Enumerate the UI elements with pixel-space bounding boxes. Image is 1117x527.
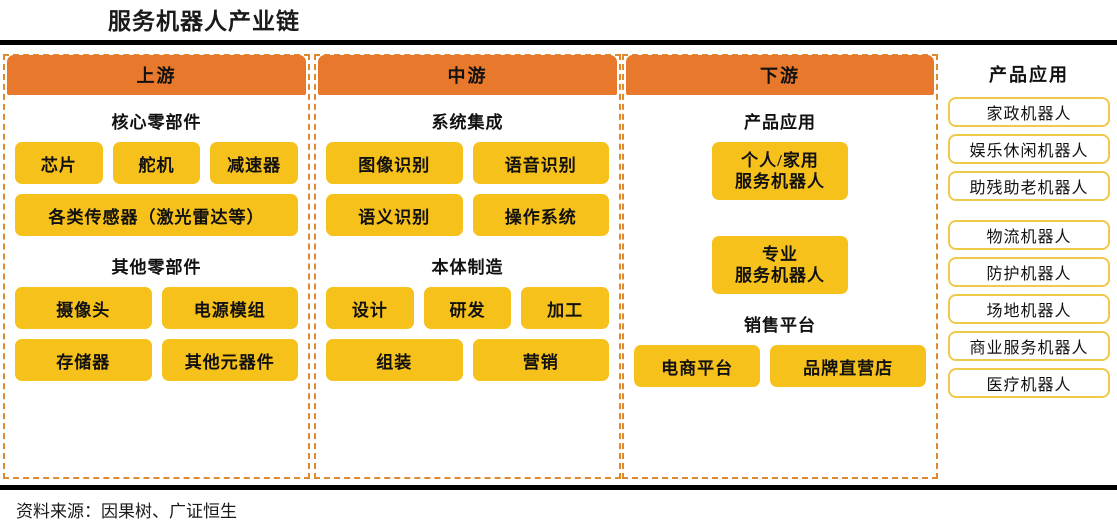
chip-personal-home-service-robot[interactable]: 个人/家用 服务机器人	[712, 142, 848, 200]
stage-column-midstream: 中游 系统集成 图像识别 语音识别 语义识别 操作系统 本体制造 设计 研发 加…	[314, 54, 621, 479]
stage-column-downstream: 下游 产品应用 个人/家用 服务机器人 专业 服务机器人 销售平台 电商平台 品…	[622, 54, 938, 479]
stage-header-downstream: 下游	[626, 55, 934, 95]
stage-body-midstream: 系统集成 图像识别 语音识别 语义识别 操作系统 本体制造 设计 研发 加工 组…	[316, 97, 619, 477]
group-title-sales-platform: 销售平台	[744, 316, 816, 335]
spacer	[634, 210, 926, 236]
chip-power-module[interactable]: 电源模组	[161, 287, 298, 329]
app-chip-medical-robot[interactable]: 医疗机器人	[948, 368, 1110, 398]
chip-image-recognition[interactable]: 图像识别	[326, 142, 463, 184]
stage-column-upstream: 上游 核心零部件 芯片 舵机 减速器 各类传感器（激光雷达等） 其他零部件 摄像…	[3, 54, 310, 479]
chip-memory[interactable]: 存储器	[15, 339, 152, 381]
chip-professional-service-robot[interactable]: 专业 服务机器人	[712, 236, 848, 294]
chip-ecommerce-platform[interactable]: 电商平台	[634, 345, 761, 387]
group-title-other-components: 其他零部件	[111, 258, 202, 277]
applications-column: 产品应用 家政机器人 娱乐休闲机器人 助残助老机器人 物流机器人 防护机器人 场…	[948, 54, 1110, 479]
group-title-product-application: 产品应用	[744, 113, 816, 132]
chip-line-1: 个人/家用	[741, 150, 819, 170]
page-title: 服务机器人产业链	[108, 9, 300, 34]
chip-operating-system[interactable]: 操作系统	[472, 194, 609, 236]
chip-row: 图像识别 语音识别	[326, 142, 609, 184]
chip-processing[interactable]: 加工	[521, 287, 610, 329]
chip-row: 各类传感器（激光雷达等）	[15, 194, 298, 236]
chip-line-1: 专业	[762, 244, 798, 264]
chip-semantic-recognition[interactable]: 语义识别	[326, 194, 463, 236]
chip-row: 芯片 舵机 减速器	[15, 142, 299, 184]
source-note: 资料来源：因果树、广证恒生	[16, 502, 237, 521]
app-chip-logistics-robot[interactable]: 物流机器人	[948, 220, 1110, 250]
chip-camera[interactable]: 摄像头	[15, 287, 152, 329]
chip-row: 组装 营销	[326, 339, 609, 381]
app-chip-commercial-service-robot[interactable]: 商业服务机器人	[948, 331, 1110, 361]
chip-sensors[interactable]: 各类传感器（激光雷达等）	[15, 194, 298, 236]
chip-servo[interactable]: 舵机	[112, 142, 201, 184]
stage-body-upstream: 核心零部件 芯片 舵机 减速器 各类传感器（激光雷达等） 其他零部件 摄像头 电…	[5, 97, 308, 477]
applications-title: 产品应用	[989, 65, 1069, 85]
chip-row: 专业 服务机器人	[634, 236, 926, 294]
chip-row: 个人/家用 服务机器人	[634, 142, 926, 200]
stage-body-downstream: 产品应用 个人/家用 服务机器人 专业 服务机器人 销售平台 电商平台 品牌直营…	[624, 97, 936, 477]
chip-line-2: 服务机器人	[735, 172, 825, 191]
chip-row: 语义识别 操作系统	[326, 194, 609, 236]
chip-row: 存储器 其他元器件	[15, 339, 298, 381]
app-chip-field-robot[interactable]: 场地机器人	[948, 294, 1110, 324]
group-title-core-components: 核心零部件	[111, 113, 202, 132]
app-chip-entertainment-leisure-robot[interactable]: 娱乐休闲机器人	[948, 134, 1110, 164]
group-title-body-manufacturing: 本体制造	[431, 258, 504, 277]
chip-rnd[interactable]: 研发	[423, 287, 512, 329]
chip-speech-recognition[interactable]: 语音识别	[472, 142, 609, 184]
app-chip-disability-elderly-care-robot[interactable]: 助残助老机器人	[948, 171, 1110, 201]
chip-row: 摄像头 电源模组	[15, 287, 298, 329]
bottom-divider-rule	[0, 485, 1117, 490]
chip-line-2: 服务机器人	[735, 266, 825, 285]
chip-design[interactable]: 设计	[326, 287, 414, 329]
chip-assembly[interactable]: 组装	[326, 339, 463, 381]
app-chip-housekeeping-robot[interactable]: 家政机器人	[948, 97, 1110, 127]
chip-row: 设计 研发 加工	[326, 287, 610, 329]
chip-marketing[interactable]: 营销	[472, 339, 609, 381]
app-chip-protection-robot[interactable]: 防护机器人	[948, 257, 1110, 287]
stage-header-midstream: 中游	[318, 55, 617, 95]
group-title-system-integration: 系统集成	[431, 113, 504, 132]
applications-group-gap	[948, 208, 1110, 220]
stage-header-upstream: 上游	[7, 55, 306, 95]
chip-row: 电商平台 品牌直营店	[634, 345, 926, 387]
top-divider-rule	[0, 40, 1117, 45]
chip-other-devices[interactable]: 其他元器件	[161, 339, 298, 381]
chip-brand-flagship-store[interactable]: 品牌直营店	[770, 345, 926, 387]
chip-reducer[interactable]: 减速器	[210, 142, 299, 184]
chip-chip[interactable]: 芯片	[15, 142, 103, 184]
